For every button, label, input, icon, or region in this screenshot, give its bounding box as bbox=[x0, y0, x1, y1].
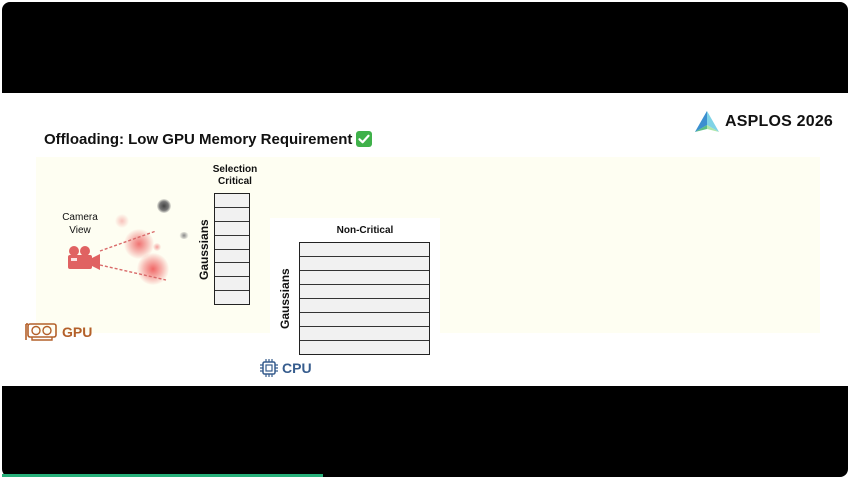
gaussian-small bbox=[179, 232, 189, 239]
selection-critical-header: Selection Critical bbox=[212, 164, 258, 187]
asplos-logo-text: ASPLOS 2026 bbox=[725, 113, 834, 130]
non-critical-table bbox=[299, 242, 430, 355]
gpu-chip-label: GPU bbox=[25, 322, 92, 342]
table-row bbox=[215, 291, 249, 304]
check-mark-icon bbox=[356, 131, 373, 147]
table-row bbox=[300, 271, 429, 285]
table-row bbox=[300, 313, 429, 327]
gaussian-faint bbox=[115, 214, 129, 228]
table-row bbox=[215, 250, 249, 264]
cpu-label: CPU bbox=[282, 360, 312, 376]
table-row bbox=[300, 341, 429, 354]
gaussian-small bbox=[153, 243, 161, 251]
non-critical-table-axis-label: Gaussians bbox=[278, 268, 292, 329]
table-row bbox=[215, 222, 249, 236]
table-row bbox=[300, 257, 429, 271]
graphics-card-icon bbox=[25, 323, 57, 341]
asplos-logo-icon bbox=[695, 111, 719, 132]
cpu-chip-label: CPU bbox=[259, 358, 312, 378]
slide-title: Offloading: Low GPU Memory Requirement bbox=[44, 131, 373, 148]
gaussian-dark bbox=[157, 199, 171, 213]
table-row bbox=[300, 243, 429, 257]
processor-chip-icon bbox=[260, 359, 278, 377]
table-row bbox=[215, 263, 249, 278]
table-row bbox=[215, 208, 249, 222]
table-row bbox=[300, 299, 429, 313]
table-row bbox=[300, 285, 429, 299]
selection-table-axis-label: Gaussians bbox=[197, 219, 211, 280]
camera-view-label: Camera View bbox=[62, 212, 98, 236]
table-row bbox=[215, 277, 249, 292]
slide: Offloading: Low GPU Memory Requirement A… bbox=[2, 93, 848, 386]
non-critical-header: Non-Critical bbox=[336, 225, 394, 236]
table-row bbox=[300, 327, 429, 341]
slide-title-text: Offloading: Low GPU Memory Requirement bbox=[44, 131, 353, 148]
selection-critical-table bbox=[214, 193, 250, 305]
table-row bbox=[215, 194, 249, 208]
table-row bbox=[215, 236, 249, 250]
camera-icon bbox=[68, 246, 100, 270]
asplos-logo: ASPLOS 2026 bbox=[694, 110, 833, 134]
video-progress-bar[interactable] bbox=[2, 474, 323, 477]
gpu-label: GPU bbox=[62, 324, 93, 340]
camera-frustum bbox=[99, 230, 167, 281]
